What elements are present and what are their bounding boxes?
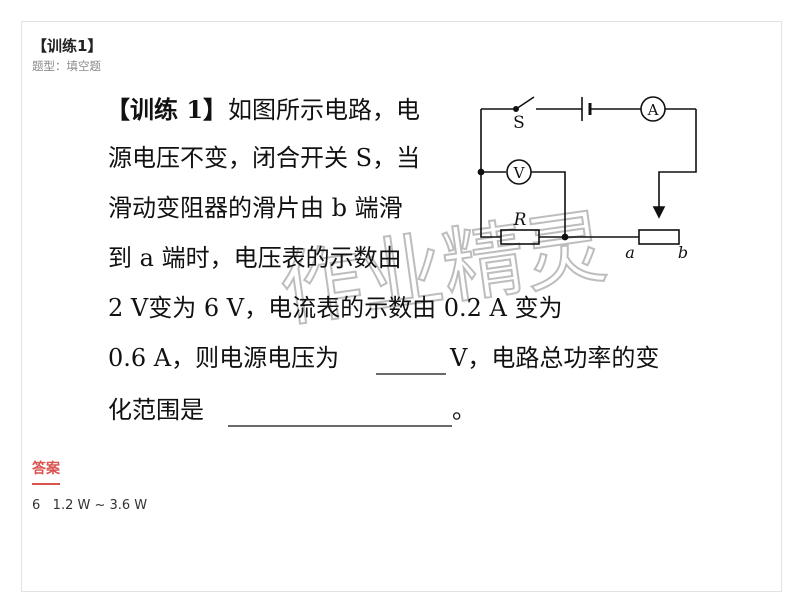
question-line-7: 化范围是 bbox=[108, 396, 204, 424]
question-line-6b: V，电路总功率的变 bbox=[449, 344, 659, 372]
junction-left bbox=[477, 168, 485, 176]
end-a-label: a bbox=[625, 243, 635, 262]
question-image: 作业精灵 【训练 1】 如图所示电路，电 源电压不变，闭合开关 S，当 滑动变阻… bbox=[106, 95, 697, 427]
switch-blade bbox=[515, 96, 535, 110]
right-wire bbox=[658, 109, 697, 212]
voltmeter-label: V bbox=[513, 164, 526, 182]
question-line-1: 如图所示电路，电 bbox=[228, 96, 420, 124]
circuit-diagram bbox=[477, 96, 697, 245]
end-b-label: b bbox=[678, 243, 688, 262]
resistor-label: R bbox=[513, 210, 527, 230]
answer-heading: 答案 bbox=[32, 458, 60, 485]
answer-text: 6 1.2 W ~ 3.6 W bbox=[32, 498, 148, 513]
voltmeter-wire-right bbox=[531, 171, 566, 237]
ammeter-label: A bbox=[647, 101, 659, 119]
question-line-4: 到 a 端时，电压表的示数由 bbox=[108, 244, 402, 272]
question-card: 【训练1】 题型：填空题 作业精灵 【训练 1】 如图所示电路，电 源电压不变，… bbox=[21, 21, 782, 592]
question-line-3: 滑动变阻器的滑片由 b 端滑 bbox=[108, 194, 403, 222]
question-title: 【训练1】 bbox=[32, 37, 103, 55]
switch-label: S bbox=[513, 113, 525, 133]
question-line-6: 0.6 A，则电源电压为 bbox=[108, 344, 339, 372]
question-line-2: 源电压不变，闭合开关 S，当 bbox=[108, 144, 420, 172]
question-line-5: 2 V变为 6 V，电流表的示数由 0.2 A 变为 bbox=[108, 294, 562, 322]
question-line-7b: 。 bbox=[452, 396, 476, 424]
question-tag: 【训练 1】 bbox=[106, 95, 227, 124]
rheostat bbox=[638, 229, 680, 245]
question-type: 题型：填空题 bbox=[32, 59, 101, 73]
slider-arrow bbox=[652, 206, 666, 219]
left-wire bbox=[480, 109, 501, 238]
